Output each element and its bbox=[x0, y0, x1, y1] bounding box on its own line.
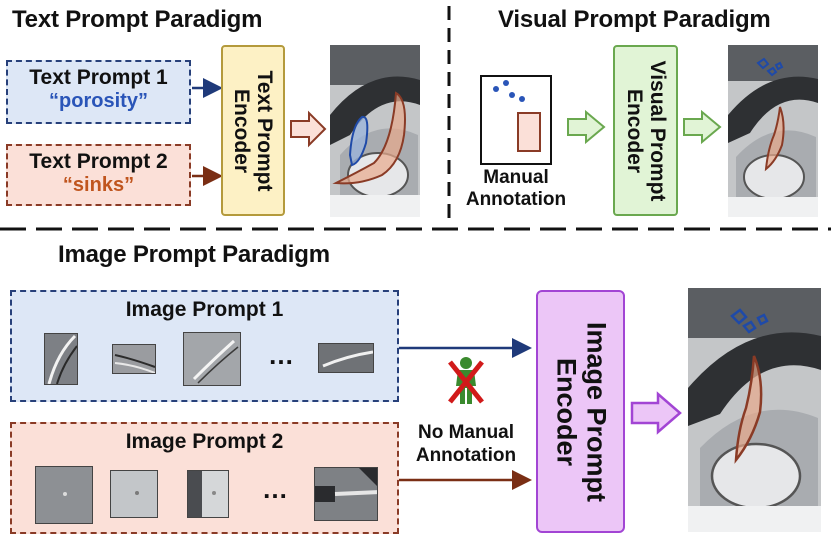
text-prompt-2-value: “sinks” bbox=[62, 174, 135, 196]
visual-prompt-encoder: Visual Prompt Encoder bbox=[613, 45, 678, 216]
image-prompt-2-label: Image Prompt 2 bbox=[125, 430, 284, 453]
visual-encoder-line1: Visual Prompt bbox=[645, 60, 669, 201]
text-encoder-output-arrow bbox=[290, 110, 327, 148]
image-prompt-2-thumb-2 bbox=[110, 470, 158, 518]
image-prompt-1-label: Image Prompt 1 bbox=[125, 298, 284, 321]
text-encoder-line1: Text Prompt bbox=[253, 70, 277, 191]
text-paradigm-title: Text Prompt Paradigm bbox=[12, 6, 263, 33]
text-prompt-1-box: Text Prompt 1 “porosity” bbox=[6, 60, 191, 124]
visual-encoder-output-arrow bbox=[683, 109, 722, 145]
image-prompt-2-ellipsis: … bbox=[262, 474, 288, 504]
vertical-divider bbox=[447, 6, 451, 224]
image-encoder-output-arrow bbox=[630, 391, 682, 435]
image-prompt-1-thumb-1 bbox=[44, 333, 78, 385]
image-encoder-line2: Encoder bbox=[551, 357, 582, 466]
image-prompt-1-ellipsis: … bbox=[268, 340, 294, 370]
visual-result-image bbox=[728, 45, 818, 217]
image-prompt-encoder: Image Prompt Encoder bbox=[536, 290, 625, 533]
image-prompt-1-thumb-4 bbox=[318, 343, 374, 373]
text-prompt-2-label: Text Prompt 2 bbox=[29, 150, 168, 173]
image-prompt-arrows bbox=[399, 338, 532, 490]
image-prompt-1-thumb-3 bbox=[183, 332, 241, 386]
text-prompt-encoder: Text Prompt Encoder bbox=[221, 45, 285, 216]
image-prompt-2-thumb-1 bbox=[35, 466, 93, 524]
manual-annotation-label: Manual Annotation bbox=[460, 167, 572, 211]
text-result-image bbox=[330, 45, 420, 217]
image-prompt-2-thumb-3 bbox=[187, 470, 229, 518]
manual-annotation-line2: Annotation bbox=[465, 188, 567, 210]
horizontal-divider bbox=[0, 227, 831, 231]
image-result-image bbox=[688, 288, 821, 532]
no-annotation-line2: Annotation bbox=[415, 444, 517, 466]
no-manual-annotation-label: No Manual Annotation bbox=[402, 422, 530, 468]
annotation-to-encoder-arrow bbox=[567, 109, 606, 145]
manual-annotation-line1: Manual bbox=[483, 167, 549, 188]
image-prompt-2-thumb-4 bbox=[314, 467, 378, 521]
text-prompt-1-label: Text Prompt 1 bbox=[29, 66, 168, 89]
text-encoder-line2: Encoder bbox=[230, 88, 253, 173]
text-prompt-2-box: Text Prompt 2 “sinks” bbox=[6, 144, 191, 206]
manual-annotation-canvas bbox=[480, 75, 552, 165]
no-annotation-line1: No Manual bbox=[417, 422, 515, 443]
text-prompt-arrows bbox=[192, 78, 223, 186]
visual-encoder-line2: Encoder bbox=[622, 88, 646, 173]
person-crossed-icon bbox=[448, 357, 484, 404]
text-prompt-1-value: “porosity” bbox=[49, 90, 148, 112]
visual-paradigm-title: Visual Prompt Paradigm bbox=[498, 6, 771, 33]
image-paradigm-title: Image Prompt Paradigm bbox=[58, 241, 330, 268]
image-prompt-1-thumb-2 bbox=[112, 344, 156, 374]
image-encoder-line1: Image Prompt bbox=[581, 321, 612, 502]
